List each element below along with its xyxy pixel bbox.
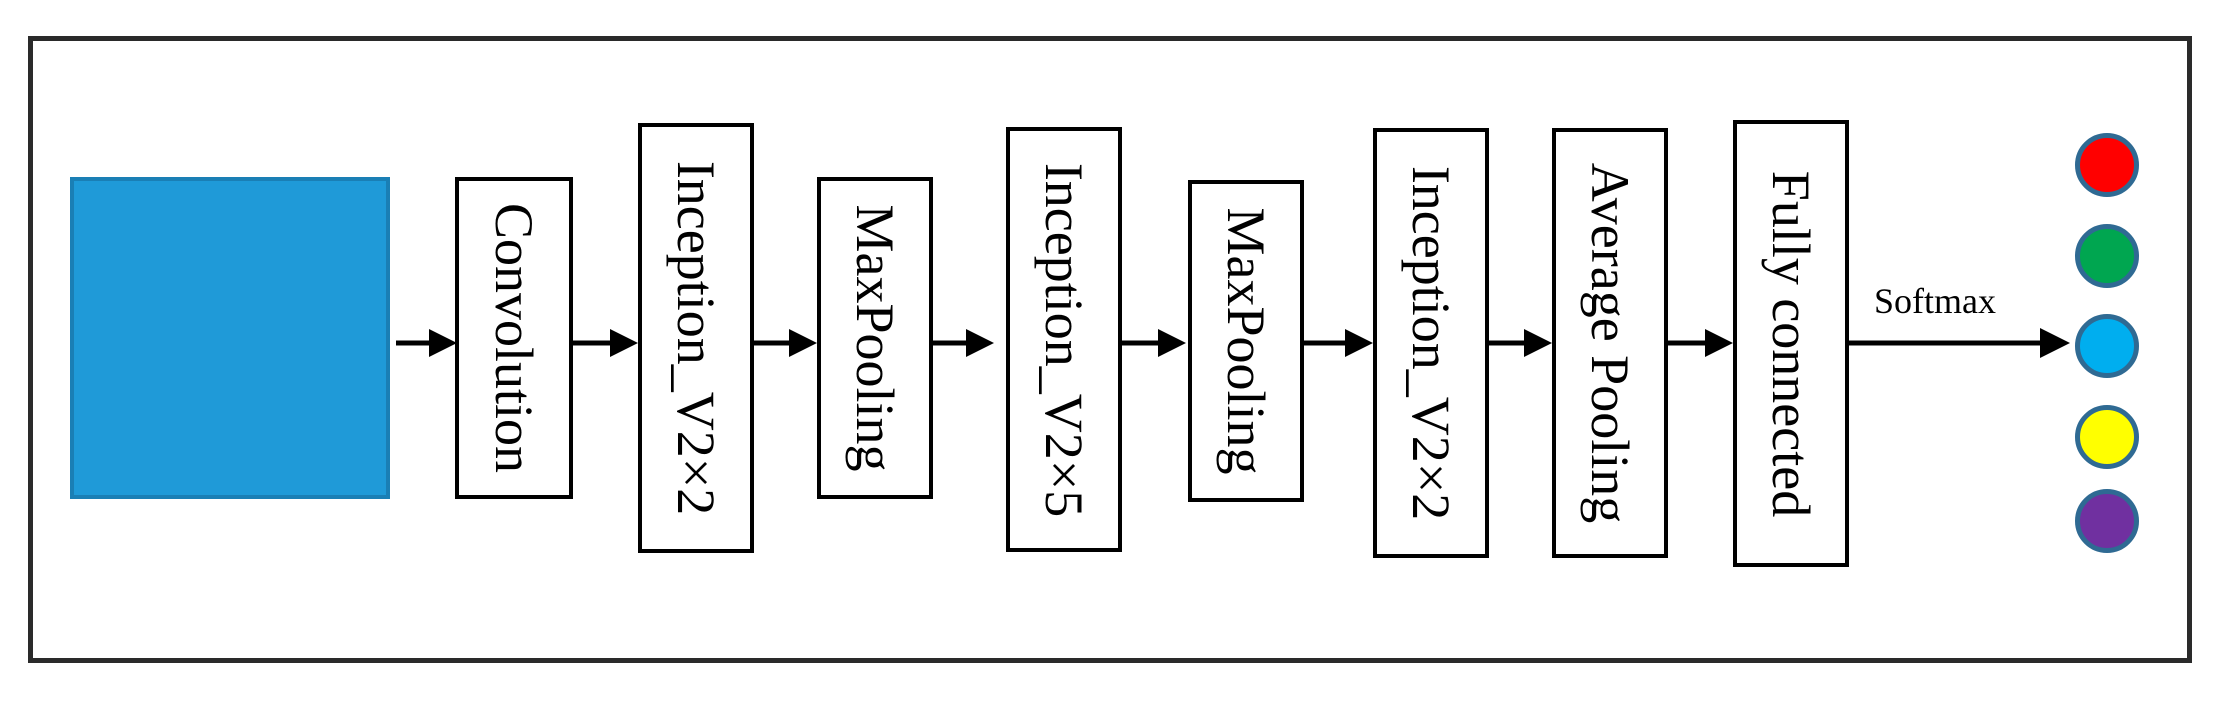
input-image-block (70, 177, 390, 499)
fully-connected-block: Fully connected (1733, 120, 1849, 567)
output-node-red (2075, 133, 2139, 197)
arrowhead-9 (2040, 328, 2070, 358)
inception-v2x5-block: Inception_V2×5 (1006, 127, 1122, 552)
inception-v2x2-block-2: Inception_V2×2 (1373, 128, 1489, 558)
maxpooling-block-1: MaxPooling (817, 177, 933, 499)
output-node-green (2075, 224, 2139, 288)
output-node-blue (2075, 314, 2139, 378)
arrowhead-6 (1345, 329, 1373, 357)
inception-v2x2-block-1: Inception_V2×2 (638, 123, 754, 553)
average-pooling-block: Average Pooling (1552, 128, 1668, 558)
softmax-label: Softmax (1874, 281, 1996, 321)
output-node-purple (2075, 489, 2139, 553)
arrowhead-8 (1705, 329, 1733, 357)
arrowhead-5 (1158, 329, 1186, 357)
arrowhead-2 (610, 329, 638, 357)
arrowhead-7 (1524, 329, 1552, 357)
arrowhead-4 (966, 329, 994, 357)
convolution-block: Convolution (455, 177, 573, 499)
arrowhead-1 (429, 329, 457, 357)
maxpooling-block-2: MaxPooling (1188, 180, 1304, 502)
arrowhead-3 (789, 329, 817, 357)
output-node-yellow (2075, 405, 2139, 469)
diagram-frame (28, 36, 2192, 663)
